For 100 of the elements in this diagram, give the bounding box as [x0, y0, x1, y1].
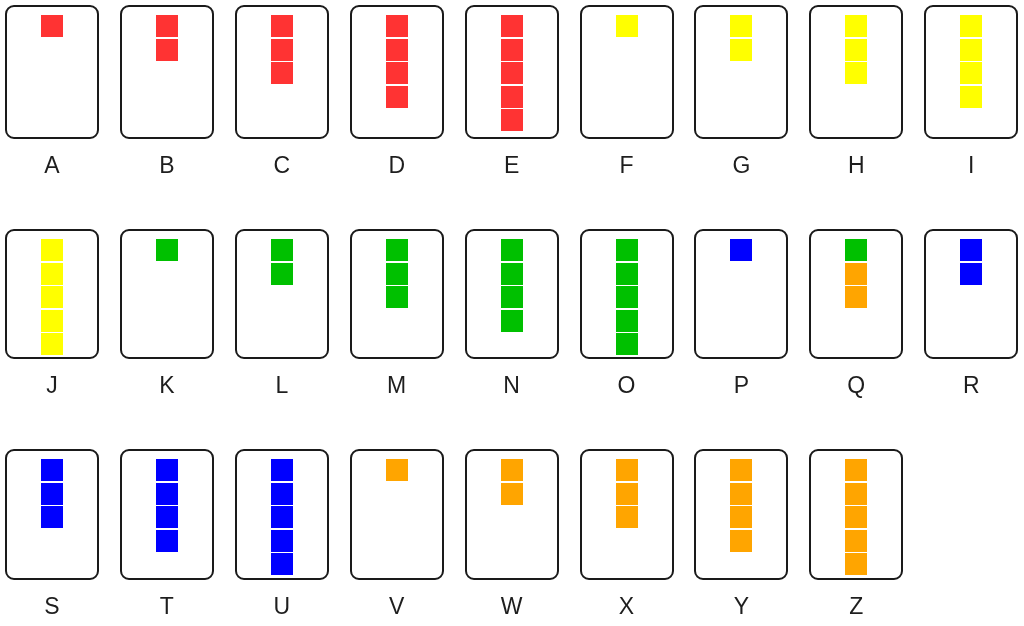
card: [809, 449, 904, 580]
card: [694, 449, 789, 580]
card: [234, 5, 329, 139]
square-block: [41, 459, 63, 481]
card-label: E: [503, 154, 520, 177]
square-block: [845, 529, 868, 552]
card: [579, 5, 674, 139]
square-block: [615, 262, 638, 285]
square-block: [385, 15, 408, 37]
card: [349, 449, 444, 580]
square-block: [615, 309, 638, 332]
square-block: [730, 239, 753, 261]
square-block: [960, 38, 983, 61]
card-label: N: [503, 374, 520, 397]
square-block: [155, 506, 178, 529]
square-block: [500, 109, 523, 132]
square-block: [155, 529, 178, 552]
card-label: Z: [849, 595, 864, 618]
square-block: [385, 62, 408, 85]
square-block: [500, 38, 523, 61]
square-block: [41, 482, 63, 505]
square-block: [500, 85, 523, 108]
card-label: I: [968, 154, 975, 177]
square-block: [960, 239, 983, 261]
card-label: M: [387, 374, 407, 397]
square-block: [270, 262, 293, 285]
square-block: [41, 286, 63, 309]
square-block: [385, 239, 408, 261]
square-block: [845, 482, 868, 505]
card-label: J: [46, 374, 58, 397]
card: [579, 229, 674, 359]
square-block: [270, 62, 293, 85]
card-label: W: [500, 595, 523, 618]
square-block: [615, 15, 638, 37]
square-block: [845, 286, 868, 309]
square-block: [500, 262, 523, 285]
card-label: V: [389, 595, 405, 618]
square-block: [500, 15, 523, 37]
square-block: [845, 38, 868, 61]
square-block: [500, 459, 523, 481]
square-block: [385, 85, 408, 108]
square-block: [730, 15, 753, 37]
square-block: [500, 62, 523, 85]
square-block: [500, 482, 523, 505]
card: [5, 229, 99, 359]
card-label: U: [273, 595, 291, 618]
square-block: [155, 38, 178, 61]
square-block: [41, 239, 63, 261]
square-block: [730, 459, 753, 481]
square-block: [270, 482, 293, 505]
card-label: D: [388, 154, 405, 177]
square-block: [730, 529, 753, 552]
card-label: Y: [733, 595, 750, 618]
square-block: [270, 15, 293, 37]
card-label: B: [159, 154, 175, 177]
card: [694, 5, 789, 139]
square-block: [615, 286, 638, 309]
square-block: [270, 553, 293, 576]
card: [924, 229, 1019, 359]
card-label: T: [159, 595, 174, 618]
square-block: [385, 459, 408, 481]
card: [5, 449, 99, 580]
card: [349, 5, 444, 139]
square-block: [500, 309, 523, 332]
square-block: [155, 459, 178, 481]
square-block: [41, 309, 63, 332]
square-block: [615, 459, 638, 481]
square-block: [41, 333, 63, 356]
square-block: [41, 15, 63, 37]
square-block: [845, 262, 868, 285]
square-block: [845, 553, 868, 576]
card-label: K: [159, 374, 175, 397]
card: [464, 5, 559, 139]
card-label: O: [617, 374, 636, 397]
card: [924, 5, 1019, 139]
square-block: [270, 529, 293, 552]
square-block: [500, 239, 523, 261]
card-label: L: [275, 374, 289, 397]
square-block: [155, 15, 178, 37]
square-block: [270, 239, 293, 261]
card: [464, 229, 559, 359]
square-block: [960, 262, 983, 285]
square-block: [615, 482, 638, 505]
square-block: [730, 506, 753, 529]
square-block: [270, 506, 293, 529]
square-block: [155, 239, 178, 261]
card: [119, 5, 214, 139]
card-label: G: [732, 154, 751, 177]
card: [809, 229, 904, 359]
square-block: [385, 38, 408, 61]
square-block: [960, 62, 983, 85]
square-block: [385, 286, 408, 309]
card: [5, 5, 99, 139]
square-block: [41, 506, 63, 529]
square-block: [730, 482, 753, 505]
card-label: H: [848, 154, 865, 177]
card-label: A: [44, 154, 60, 177]
square-block: [960, 85, 983, 108]
card: [464, 449, 559, 580]
card: [579, 449, 674, 580]
